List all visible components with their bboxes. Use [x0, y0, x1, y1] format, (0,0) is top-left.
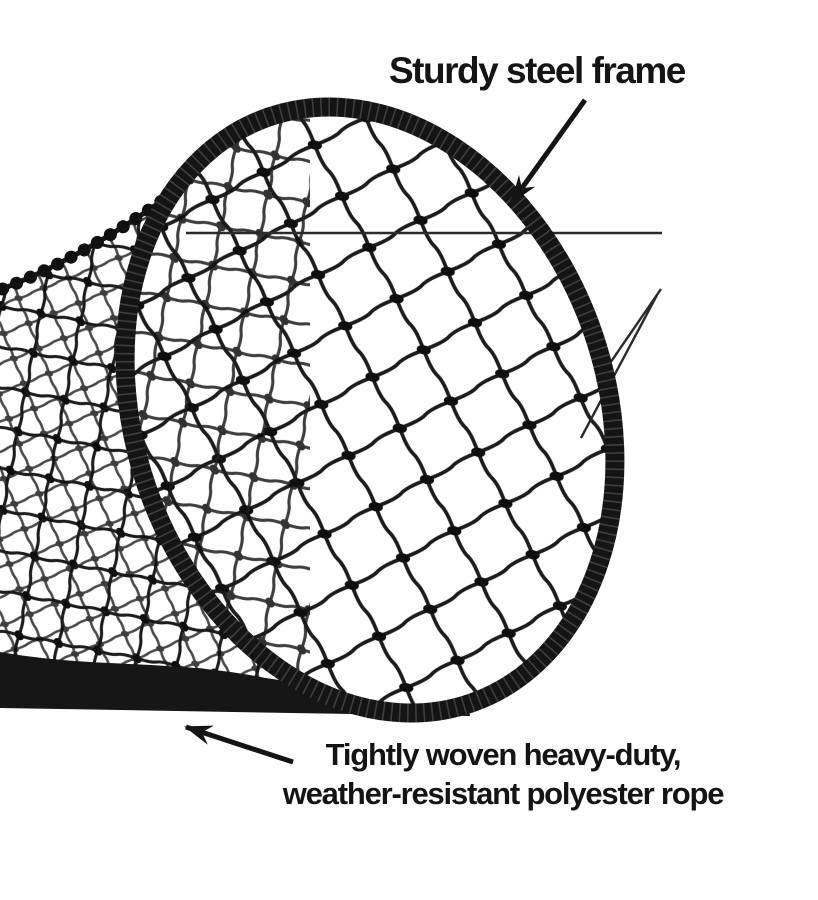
annotation-rope: Tightly woven heavy-duty, weather-resist… — [282, 736, 725, 814]
steel-frame-arrow-icon — [509, 98, 588, 204]
annotation-rope-line2: weather-resistant polyester rope — [282, 775, 725, 811]
steel-frame-ring — [115, 97, 625, 723]
annotation-rope-line1: Tightly woven heavy-duty, — [325, 737, 682, 772]
annotation-steel-frame: Sturdy steel frame — [389, 50, 686, 91]
rope-arrow-icon — [184, 724, 294, 765]
background-line-diagonal-2 — [579, 294, 659, 439]
